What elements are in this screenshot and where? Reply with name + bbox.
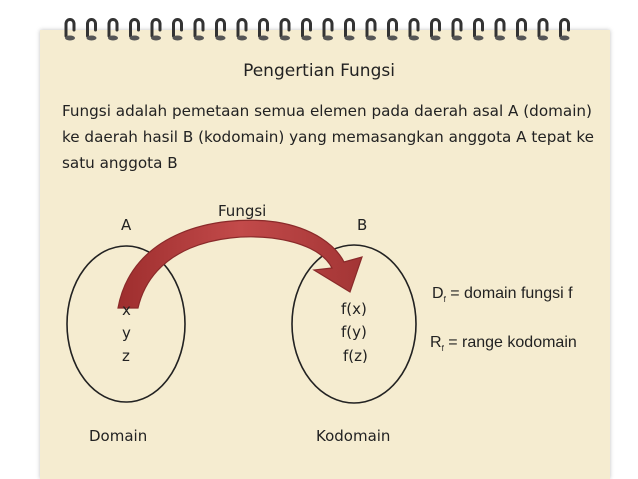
ring-hole: [301, 35, 312, 41]
binding-ring: [107, 18, 119, 38]
ring-hole: [86, 35, 97, 41]
ring-hole: [430, 35, 441, 41]
notebook-rings: [64, 18, 570, 41]
domain-item: x: [122, 301, 131, 319]
definition-text: Fungsi adalah pemetaan semua elemen pada…: [62, 102, 595, 172]
ring-hole: [473, 35, 484, 41]
binding-ring: [494, 18, 506, 38]
ring-hole: [151, 35, 161, 41]
binding-ring: [473, 18, 484, 38]
domain-item: y: [122, 324, 131, 342]
binding-ring: [193, 18, 205, 38]
ring-hole: [237, 35, 247, 41]
codomain-caption: Kodomain: [316, 427, 391, 445]
df-sub: f: [443, 295, 446, 305]
binding-ring: [64, 18, 76, 38]
ring-hole: [323, 35, 333, 41]
df-rest: = domain fungsi f: [445, 285, 573, 302]
codomain-item: f(y): [341, 323, 367, 341]
binding-ring: [322, 18, 334, 38]
ring-hole: [215, 35, 226, 41]
ring-hole: [538, 35, 548, 41]
ring-hole: [172, 35, 183, 41]
binding-ring: [236, 18, 248, 38]
domain-set-oval: [66, 245, 186, 403]
binding-ring: [365, 18, 377, 38]
domain-caption: Domain: [89, 427, 148, 445]
ring-hole: [366, 35, 376, 41]
binding-ring: [150, 18, 162, 38]
ring-hole: [108, 35, 118, 41]
range-notation: Rf = range kodomain: [430, 334, 577, 353]
ring-hole: [495, 35, 505, 41]
ring-hole: [452, 35, 462, 41]
ring-hole: [280, 35, 290, 41]
binding-ring: [537, 18, 549, 38]
set-b-label: B: [357, 216, 368, 234]
mapping-arrow: [117, 219, 363, 309]
binding-ring: [172, 18, 183, 38]
binding-ring: [215, 18, 226, 38]
set-a-label: A: [121, 216, 132, 234]
ring-hole: [516, 35, 527, 41]
ring-hole: [258, 35, 269, 41]
binding-ring: [86, 18, 97, 38]
binding-ring: [301, 18, 312, 38]
binding-ring: [559, 18, 570, 38]
binding-ring: [516, 18, 527, 38]
rf-sub: f: [441, 344, 444, 354]
ring-hole: [387, 35, 398, 41]
ring-hole: [65, 35, 75, 41]
ring-hole: [559, 35, 570, 41]
binding-ring: [258, 18, 269, 38]
codomain-item: f(x): [341, 300, 367, 318]
codomain-item: f(z): [343, 347, 368, 365]
ring-hole: [409, 35, 419, 41]
binding-ring: [387, 18, 398, 38]
binding-ring: [451, 18, 463, 38]
df-main: D: [432, 285, 444, 302]
rf-main: R: [430, 334, 442, 351]
domain-notation: Df = domain fungsi f: [432, 285, 573, 304]
binding-ring: [344, 18, 355, 38]
binding-ring: [279, 18, 291, 38]
page-title: Pengertian Fungsi: [243, 61, 395, 81]
ring-hole: [194, 35, 204, 41]
domain-item: z: [122, 347, 130, 365]
rf-rest: = range kodomain: [443, 334, 577, 351]
arrow-label: Fungsi: [218, 202, 267, 220]
binding-ring: [430, 18, 441, 38]
ring-hole: [129, 35, 140, 41]
ring-hole: [344, 35, 355, 41]
binding-ring: [408, 18, 420, 38]
binding-ring: [129, 18, 140, 38]
codomain-set-oval: [291, 244, 417, 404]
